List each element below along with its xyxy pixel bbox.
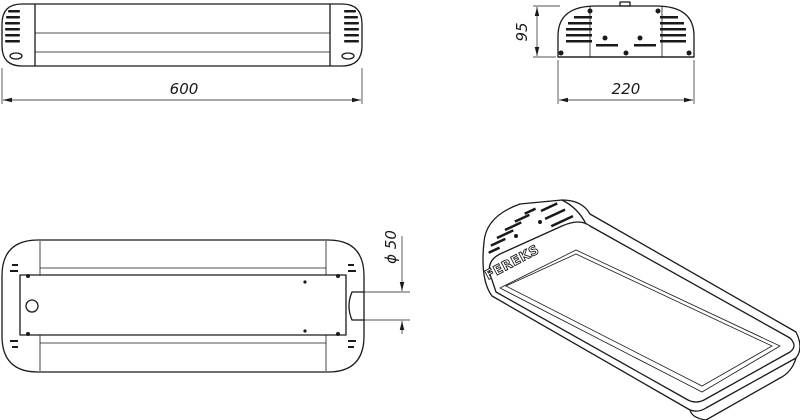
iso-end-vents — [488, 202, 574, 254]
top-view: 600 — [1, 3, 363, 104]
end-view: 95 220 — [513, 1, 695, 104]
mount-hole — [25, 299, 39, 313]
iso-diffuser — [499, 249, 781, 393]
bottom-view-body — [1, 239, 365, 373]
end-view-left-vents — [566, 16, 618, 47]
height-dimension: 95 — [513, 22, 531, 41]
end-view-right-vents — [634, 16, 686, 47]
isometric-view: FEREKS — [482, 199, 800, 420]
bottom-view-left-vents — [10, 264, 18, 348]
end-view-body — [557, 5, 695, 58]
length-dimension: 600 — [170, 80, 199, 98]
bottom-view: ϕ 50 — [1, 230, 410, 373]
bottom-view-right-vents — [348, 264, 356, 348]
width-dimension: 220 — [612, 80, 641, 98]
diameter-dimension: ϕ 50 — [382, 230, 400, 264]
iso-front-frame — [488, 221, 795, 403]
top-view-body — [1, 3, 363, 67]
top-view-right-vents — [341, 10, 359, 60]
top-view-left-vents — [5, 10, 23, 60]
iso-housing-outline — [482, 199, 800, 412]
mount-bracket — [348, 291, 365, 321]
